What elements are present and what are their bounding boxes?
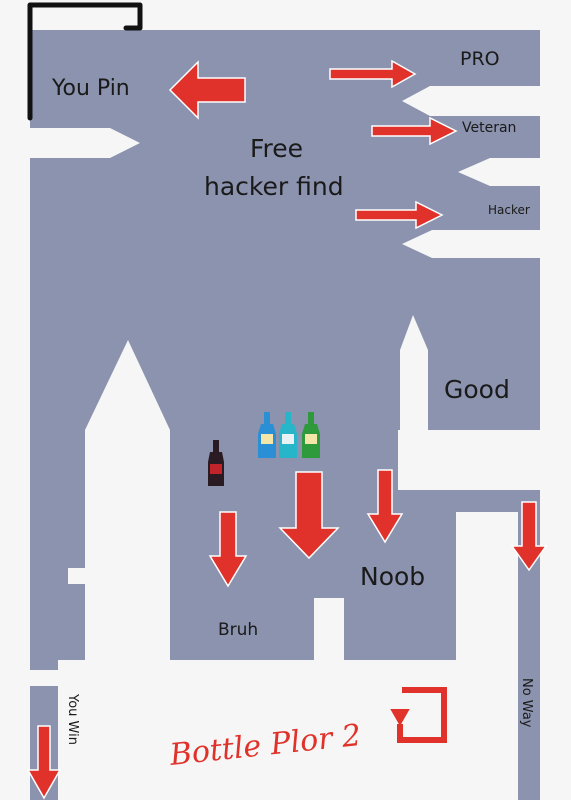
arrows xyxy=(26,59,548,800)
label-no-way: No Way xyxy=(519,678,534,728)
arrow-down-big-icon xyxy=(278,471,340,560)
restart-icon[interactable] xyxy=(390,687,447,743)
label-you-win: You Win xyxy=(65,694,80,745)
arrow-down-noob-icon xyxy=(366,469,404,544)
bottle-cyan-icon[interactable] xyxy=(279,412,297,458)
arrow-right-pro-icon xyxy=(329,59,417,89)
arrow-right-hacker-icon xyxy=(355,200,444,230)
arrow-down-bruh-icon xyxy=(208,511,248,588)
label-veteran: Veteran xyxy=(462,120,517,136)
bottles xyxy=(208,412,320,486)
label-noob: Noob xyxy=(360,562,426,591)
arrow-right-veteran-icon xyxy=(371,116,458,146)
black-wall-edge xyxy=(27,2,143,121)
bottle-green-icon[interactable] xyxy=(302,412,320,458)
label-bruh: Bruh xyxy=(218,620,259,640)
bottle-dark-icon[interactable] xyxy=(208,440,224,486)
arrow-down-noway-icon xyxy=(510,501,548,572)
label-hacker: Hacker xyxy=(488,203,530,217)
label-pro: PRO xyxy=(460,48,500,70)
label-free: Free xyxy=(250,134,304,163)
arrow-down-youwin-icon xyxy=(26,725,62,800)
label-hacker-find: hacker find xyxy=(204,172,344,201)
label-you-pin: You Pin xyxy=(52,76,130,101)
label-good: Good xyxy=(444,375,510,404)
bottle-blue-icon[interactable] xyxy=(258,412,276,458)
arrow-left-big-icon xyxy=(168,60,246,120)
